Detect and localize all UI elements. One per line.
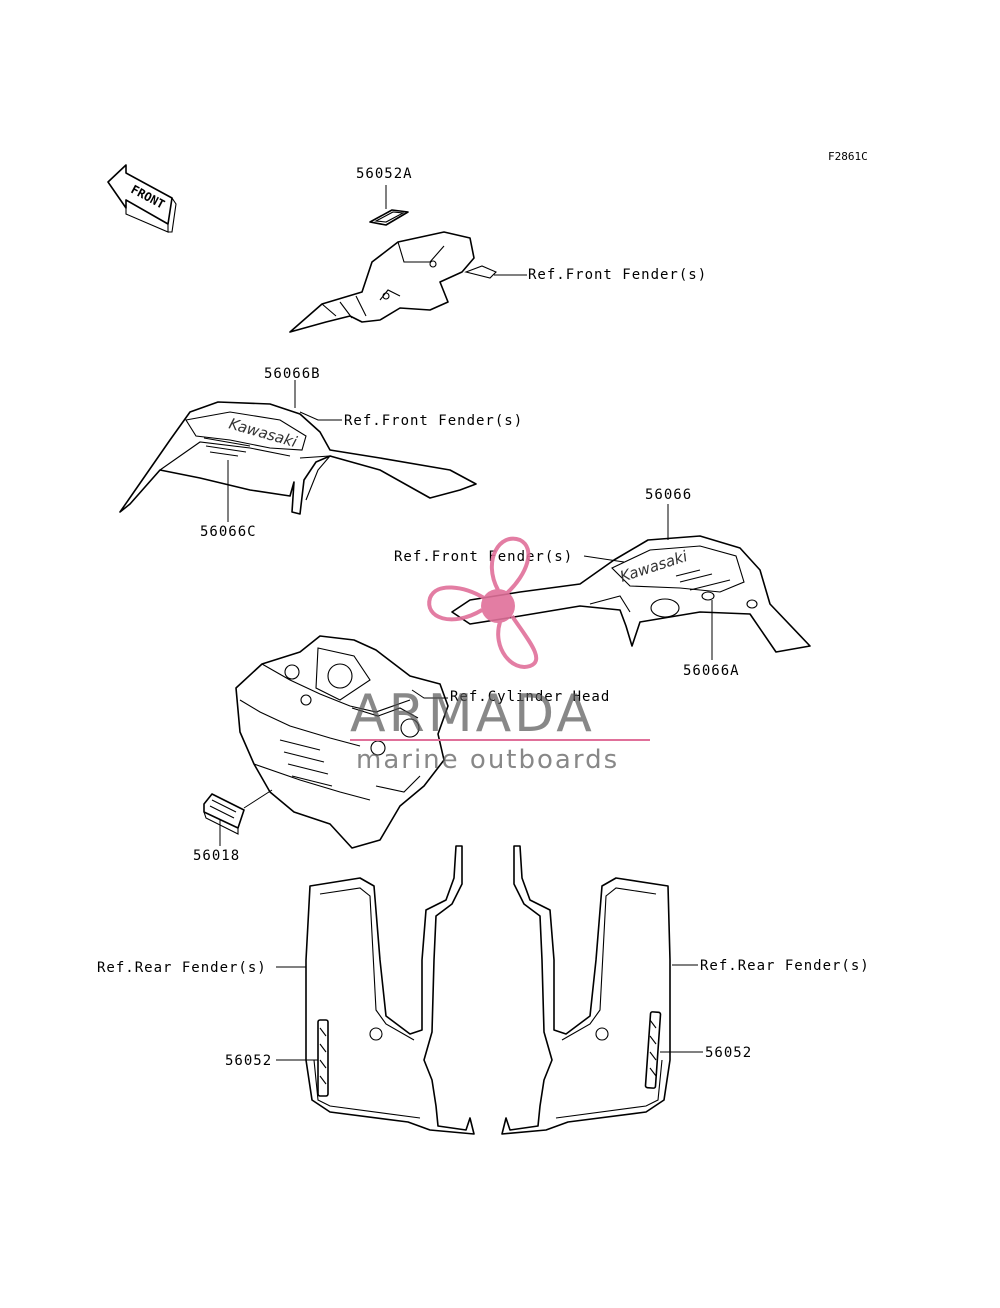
part-number-56066B: 56066B [264, 366, 321, 382]
part-number-56066C: 56066C [200, 524, 257, 540]
leader-56018-to-head [243, 789, 273, 809]
ref-front-fender-label-2: Ref.Front Fender(s) [344, 413, 523, 429]
emblem-56052A [369, 209, 409, 226]
part-number-56066A: 56066A [683, 663, 740, 679]
cylinder-head [235, 635, 449, 849]
part-number-56052-right: 56052 [705, 1045, 752, 1061]
ref-rear-fender-right-label: Ref.Rear Fender(s) [700, 958, 870, 974]
label-plate-56018 [203, 793, 245, 835]
part-number-56018: 56018 [193, 848, 240, 864]
ref-front-fender-label-3: Ref.Front Fender(s) [394, 549, 573, 565]
front-fender-right: Kawasaki [451, 535, 811, 653]
ref-cylinder-head-label: Ref.Cylinder Head [450, 689, 610, 705]
watermark-brand: ARMADA [350, 684, 595, 744]
figure-code: F2861C [828, 150, 868, 163]
part-number-56052A: 56052A [356, 166, 413, 182]
front-fender-left: Kawasaki [119, 401, 477, 515]
part-number-56066: 56066 [645, 487, 692, 503]
leader-ref-front-fender-2 [299, 411, 342, 421]
front-fender-top-bracket [289, 231, 497, 333]
watermark-logo-icon [427, 536, 539, 669]
ref-front-fender-label-1: Ref.Front Fender(s) [528, 267, 707, 283]
ref-rear-fender-left-label: Ref.Rear Fender(s) [97, 960, 267, 976]
rear-fender-right [501, 845, 671, 1135]
leader-ref-cylinder-head [411, 689, 448, 699]
part-number-56052-left: 56052 [225, 1053, 272, 1069]
rear-fender-left [305, 845, 475, 1135]
front-direction-arrow-icon: FRONT [107, 164, 177, 233]
watermark-tagline: marine outboards [356, 745, 619, 775]
leader-ref-front-fender-3 [583, 555, 625, 563]
